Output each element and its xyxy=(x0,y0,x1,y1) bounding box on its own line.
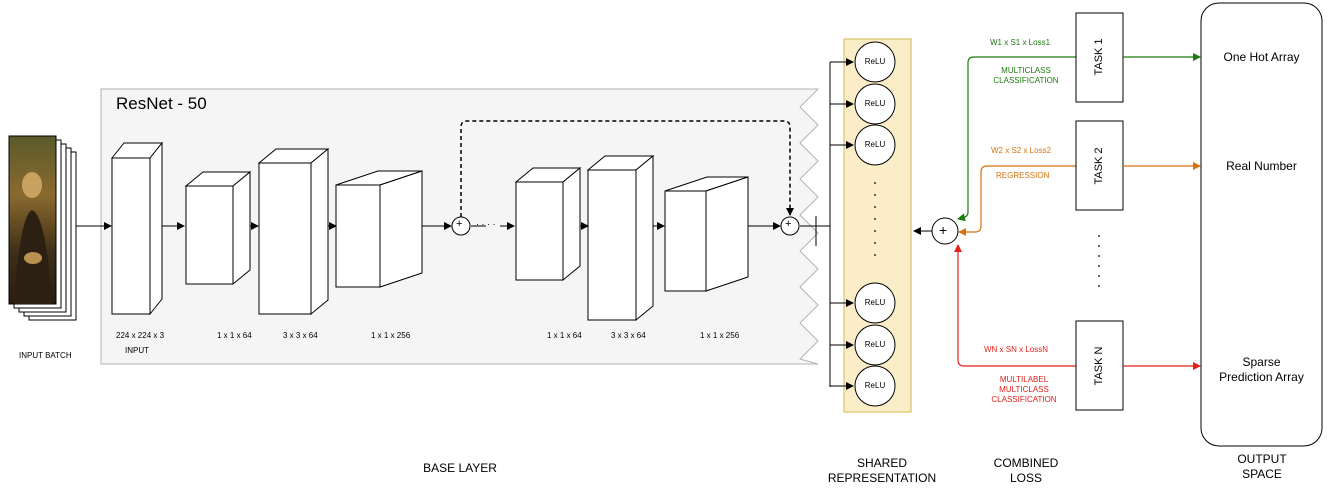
taskn-box xyxy=(1075,320,1124,411)
add-symbol-1: + xyxy=(456,218,463,230)
relu-label-1: ReLU xyxy=(864,57,886,66)
relu-unit-6 xyxy=(854,365,896,407)
base-layer-label: BASE LAYER xyxy=(423,461,497,475)
add-node-1 xyxy=(451,216,471,236)
input-batch-label: INPUT BATCH xyxy=(19,351,72,360)
add-symbol-2: + xyxy=(785,218,792,230)
relu-units xyxy=(830,41,896,407)
taskn-name: TASK N xyxy=(1093,346,1105,386)
task1-name: TASK 1 xyxy=(1093,38,1105,76)
add-node-2 xyxy=(780,216,800,236)
resnet-layers xyxy=(110,141,749,322)
relu-unit-1 xyxy=(854,41,896,83)
task2-box xyxy=(1075,120,1124,211)
block1-layer3-dim: 1 x 1 x 256 xyxy=(371,331,411,340)
relu-label-6: ReLU xyxy=(864,381,886,390)
output-space-label: OUTPUT SPACE xyxy=(1237,452,1287,481)
output-item-sparse: Sparse Prediction Array xyxy=(1219,355,1304,384)
combined-add-symbol: + xyxy=(939,222,948,238)
relu-label-5: ReLU xyxy=(864,340,886,349)
input-label: INPUT xyxy=(125,346,149,355)
relu-unit-5 xyxy=(854,324,896,366)
task1-type-label: MULTICLASS CLASSIFICATION xyxy=(993,66,1059,85)
relu-label-2: ReLU xyxy=(864,99,886,108)
output-space-box xyxy=(1200,2,1323,447)
input-batch-images xyxy=(8,135,77,321)
block1-conv3x3-64-box xyxy=(257,147,330,316)
shared-representation-label: SHARED REPRESENTATION xyxy=(827,456,937,485)
block2-layer2-dim: 3 x 3 x 64 xyxy=(611,331,646,340)
block2-conv3x3-64-box xyxy=(586,154,655,322)
input-layer-box xyxy=(110,141,164,316)
relu-label-4: ReLU xyxy=(864,298,886,307)
task2-connector xyxy=(958,162,1083,236)
block2-layer3-dim: 1 x 1 x 256 xyxy=(700,331,740,340)
relu-vertical-dots xyxy=(874,182,876,256)
flow-arrows xyxy=(162,216,817,246)
layer-ellipsis: · · · · xyxy=(476,219,496,229)
output-item-one-hot: One Hot Array xyxy=(1223,50,1300,64)
task2-type-label: REGRESSION xyxy=(996,171,1050,180)
block2-conv1x1-256-box xyxy=(664,176,749,292)
taskn-connector xyxy=(954,244,1083,370)
output-item-real-number: Real Number xyxy=(1226,159,1297,173)
relu-label-3: ReLU xyxy=(864,140,886,149)
block1-conv1x1-64-box xyxy=(184,170,252,286)
block2-layer1-dim: 1 x 1 x 64 xyxy=(547,331,582,340)
task-vertical-dots xyxy=(1098,235,1100,287)
relu-fanout xyxy=(816,62,831,387)
relu-unit-4 xyxy=(854,282,896,324)
resnet-title: ResNet - 50 xyxy=(116,94,207,113)
block1-conv1x1-256-box xyxy=(335,170,423,288)
task1-loss-label: W1 x S1 x Loss1 xyxy=(990,38,1051,47)
task1-box xyxy=(1075,12,1124,103)
combined-loss-label: COMBINED LOSS xyxy=(993,456,1059,485)
relu-unit-2 xyxy=(854,83,896,125)
relu-unit-3 xyxy=(854,124,896,166)
block1-layer1-dim: 1 x 1 x 64 xyxy=(217,331,252,340)
skip-connection xyxy=(460,120,794,217)
taskn-type-label: MULTILABEL MULTICLASS CLASSIFICATION xyxy=(991,375,1057,404)
task2-name: TASK 2 xyxy=(1093,147,1105,185)
task2-loss-label: W2 x S2 x Loss2 xyxy=(991,146,1052,155)
taskn-loss-label: WN x SN x LossN xyxy=(984,345,1049,354)
block1-layer2-dim: 3 x 3 x 64 xyxy=(283,331,318,340)
block2-conv1x1-64-box xyxy=(514,166,582,282)
input-dim-label: 224 x 224 x 3 xyxy=(116,331,165,340)
